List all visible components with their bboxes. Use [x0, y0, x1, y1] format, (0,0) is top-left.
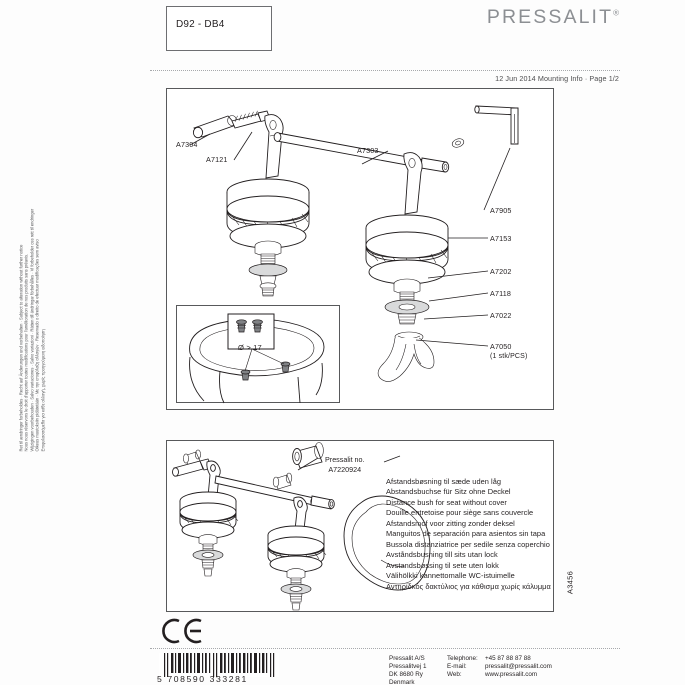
registered-trademark-icon: ® [613, 8, 619, 18]
description-es: Manguitos de separación para asientos si… [386, 529, 546, 539]
company-city: DK 8680 Ry [389, 671, 423, 679]
right-clevis-bracket [403, 152, 423, 215]
description-en: Distance bush for seat without cover [386, 497, 507, 507]
label-A7121: A7121 [206, 155, 228, 164]
label-A7304: A7304 [176, 140, 198, 149]
footer-contact-block: Pressalit A/S Pressalitvej 1 DK 8680 Ry … [389, 655, 580, 687]
pressalit-no-value: A7220924 [328, 465, 362, 474]
description-language-list: Afstandsbøsning til sæde uden låg Abstan… [386, 477, 576, 592]
description-fr: Douille entretoise pour siège sans couve… [386, 508, 534, 518]
small-ring-part [451, 138, 465, 148]
pressalit-no-callout: Pressalit no. A7220924 [325, 455, 365, 475]
company-country: Denmark [389, 679, 415, 687]
part-A7303-bar [273, 132, 428, 169]
model-code-text: D92 - DB4 [176, 19, 225, 30]
main-assembly-illustration [189, 105, 519, 382]
bolt-detail-icons [236, 319, 263, 333]
bush-part-right-large [292, 442, 324, 469]
description-el: Αντηρίδκός δακτύλιος για κάθισμα χωρίς κ… [386, 581, 551, 591]
description-no: Avstandsbøssing til sete uten lokk [386, 560, 499, 570]
lower-right-unit [267, 496, 327, 611]
bowl-bolt-left [240, 369, 251, 381]
company-name: Pressalit A/S [389, 655, 425, 662]
company-address: Pressalit A/S Pressalitvej 1 DK 8680 Ry … [389, 655, 447, 687]
description-de: Abstandsbuchse für Sitz ohne Deckel [386, 487, 511, 497]
label-A7050-qty: (1 stk/PCS) [490, 353, 528, 360]
company-street: Pressalitvej 1 [389, 663, 427, 671]
right-bolt-stack [384, 278, 430, 325]
left-bracket-body [226, 178, 310, 249]
telephone-label: Telephone: [447, 655, 478, 662]
alteration-notice: Ret til ændringer forbeholdes · Recht au… [18, 208, 46, 452]
contact-labels: Telephone: E-mail: Web: [447, 655, 485, 687]
left-clevis-bracket [264, 114, 284, 179]
pressalit-no-label: Pressalit no. [325, 455, 365, 464]
description-it: Bussola distanziatrice per sedile senza … [386, 539, 550, 549]
brand-name: PRESSALIT [486, 6, 614, 28]
bowl-bolt-right [280, 361, 291, 373]
label-A7905: A7905 [490, 206, 512, 215]
web-value: www.pressalit.com [485, 671, 538, 679]
lower-callout-leaders [297, 455, 401, 471]
footer-divider [150, 648, 620, 649]
ce-mark-icon [162, 618, 202, 644]
label-A7153: A7153 [490, 234, 512, 243]
toilet-seat-outline [343, 495, 431, 591]
description-da: Afstandsbøsning til sæde uden låg [386, 477, 502, 486]
label-A7050: A7050 (1 stk/PCS) [490, 342, 527, 360]
header-divider [150, 70, 620, 71]
barcode-number: 5 708590 333281 [157, 674, 248, 684]
label-A7050-text: A7050 [490, 342, 512, 351]
description-sv: Avståndsbusning till sits utan lock [386, 550, 498, 560]
part-A7304-rod [192, 115, 237, 139]
label-A7303: A7303 [357, 146, 379, 155]
date-page-line: 12 Jun 2014 Mounting Info · Page 1/2 [495, 74, 619, 83]
bush-part-middle [272, 472, 293, 490]
right-bar-connector [420, 157, 450, 173]
lower-rod-end-connector [310, 495, 335, 510]
contact-values: +45 87 88 87 88 pressalit@pressalit.com … [485, 655, 580, 687]
diameter-note: Ø > 17 [238, 343, 262, 352]
right-bracket-body [365, 214, 449, 285]
email-value: pressalit@pressalit.com [485, 663, 552, 671]
telephone-value: +45 87 88 87 88 [485, 655, 531, 662]
toilet-bowl-illustration [189, 313, 325, 404]
label-A7202: A7202 [490, 267, 512, 276]
part-A7050-cone [377, 331, 435, 382]
left-bolt-stack [248, 240, 288, 297]
description-nl: Afstandsmof voor zitting zonder deksel [386, 518, 515, 528]
lower-assembly-illustration [172, 442, 431, 611]
web-label: Web: [447, 671, 462, 679]
diameter-callout-box [227, 313, 275, 350]
model-code-box: D92 - DB4 [166, 6, 272, 51]
callout-leader-lines [189, 131, 511, 347]
barcode-image [159, 653, 279, 677]
label-A7022: A7022 [490, 311, 512, 320]
email-label: E-mail: [447, 663, 467, 671]
lower-left-unit [172, 458, 239, 577]
part-A7121-screw [231, 110, 271, 129]
description-fi: Välihölkki kannettomalle WC-istuimelle [386, 571, 515, 581]
brand-logo: PRESSALIT® [487, 6, 619, 29]
part-A7905-hex-key [474, 105, 519, 145]
label-A7118: A7118 [490, 289, 511, 298]
